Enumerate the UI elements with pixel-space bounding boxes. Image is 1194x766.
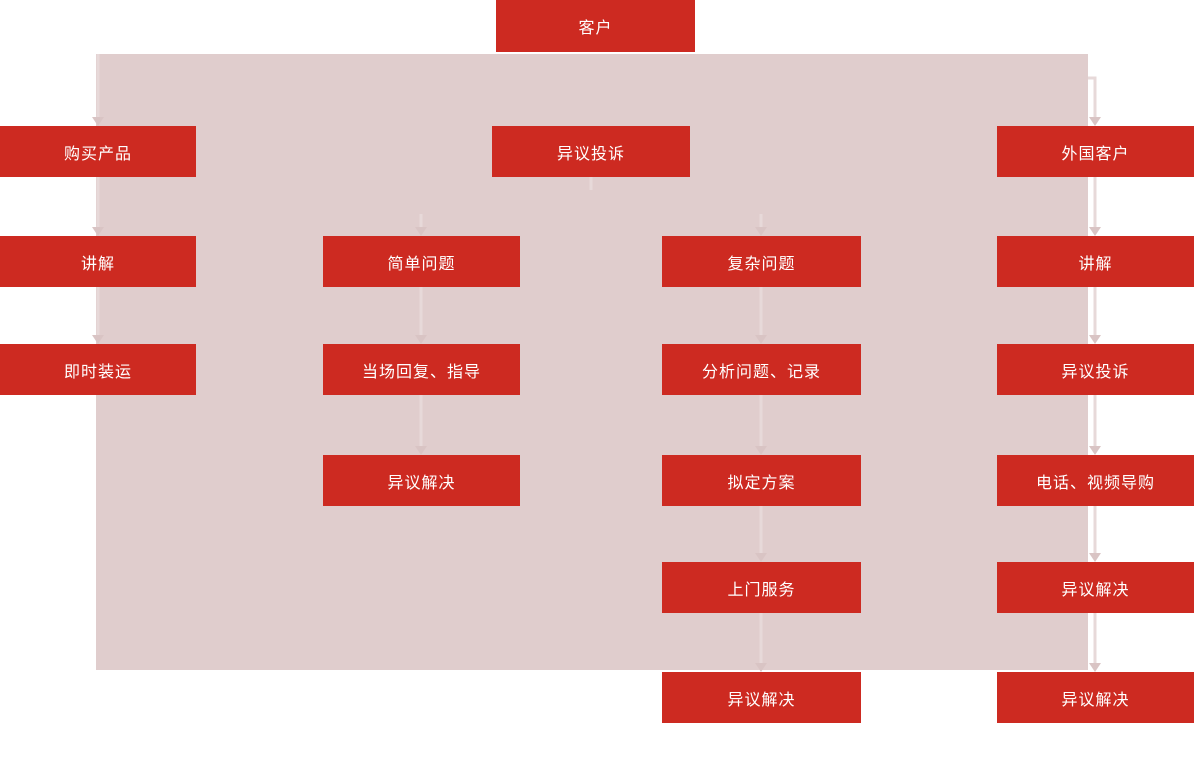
node-foreign-objection-resolved-2[interactable]: 异议解决 (997, 672, 1194, 723)
node-objection-complaint[interactable]: 异议投诉 (492, 126, 690, 177)
node-customer[interactable]: 客户 (496, 0, 695, 52)
node-draft-plan[interactable]: 拟定方案 (662, 455, 861, 506)
node-foreign-objection-complaint[interactable]: 异议投诉 (997, 344, 1194, 395)
node-foreign-explain[interactable]: 讲解 (997, 236, 1194, 287)
node-foreign-objection-resolved-1[interactable]: 异议解决 (997, 562, 1194, 613)
node-immediate-shipment[interactable]: 即时装运 (0, 344, 196, 395)
connector-panel-to-foreign (1088, 76, 1097, 117)
node-explain[interactable]: 讲解 (0, 236, 196, 287)
node-door-to-door-service[interactable]: 上门服务 (662, 562, 861, 613)
node-purchase-product[interactable]: 购买产品 (0, 126, 196, 177)
arrowheads (92, 117, 1101, 672)
node-onsite-reply-guidance[interactable]: 当场回复、指导 (323, 344, 520, 395)
node-simple-problem[interactable]: 简单问题 (323, 236, 520, 287)
node-complex-problem[interactable]: 复杂问题 (662, 236, 861, 287)
node-foreign-customer[interactable]: 外国客户 (997, 126, 1194, 177)
node-objection-resolved-simple[interactable]: 异议解决 (323, 455, 520, 506)
node-phone-video-guide[interactable]: 电话、视频导购 (997, 455, 1194, 506)
node-analyze-record[interactable]: 分析问题、记录 (662, 344, 861, 395)
node-objection-resolved-complex[interactable]: 异议解决 (662, 672, 861, 723)
